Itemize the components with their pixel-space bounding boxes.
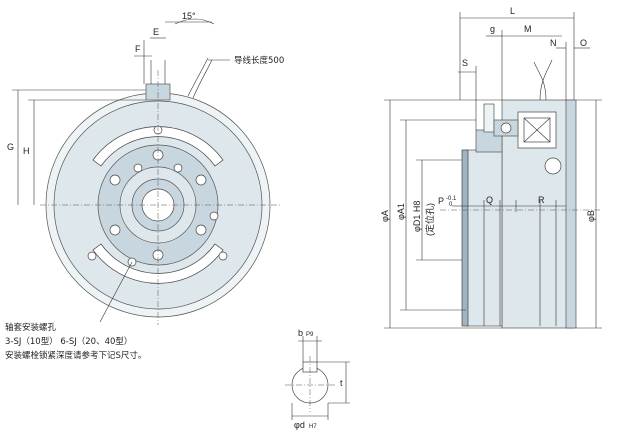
dim-label-g: g xyxy=(490,24,495,34)
dim-label-G: G xyxy=(7,142,14,152)
dim-label-angle: 15° xyxy=(182,11,196,21)
side-view: L g M N O S Q R P -0.1 0 φA xyxy=(380,6,602,329)
dim-label-phiA1: φA1 xyxy=(396,203,406,220)
lead-wire xyxy=(187,57,209,97)
dim-label-O: O xyxy=(580,38,587,48)
dim-label-phiD1-note: (定位孔) xyxy=(424,203,435,236)
dim-label-R: R xyxy=(538,195,545,205)
hole-note-line2: 3-SJ（10型） 6-SJ（20、40型） xyxy=(5,336,132,347)
bolt-hole-small xyxy=(209,211,219,221)
bolt-head xyxy=(500,122,512,134)
bolt-hole xyxy=(195,174,207,186)
dim-tol-b: P9 xyxy=(306,332,314,338)
dim-label-d: φd xyxy=(294,420,305,430)
hole-note-line3: 安装螺栓锁紧深度请参考下记S尺寸。 xyxy=(5,350,146,361)
dim-tol-P-upper: 0 xyxy=(449,202,453,208)
dim-label-M: M xyxy=(524,24,532,34)
bearing-circle xyxy=(544,157,562,175)
stator-flange xyxy=(565,99,577,329)
lower-arc-slot xyxy=(92,243,224,284)
dim-label-N: N xyxy=(550,38,557,48)
bolt-hole-small xyxy=(218,251,228,261)
dim-label-Q: Q xyxy=(486,195,493,205)
dim-tol-P-lower: -0.1 xyxy=(446,196,457,202)
bolt-hole-small xyxy=(173,163,183,173)
dim-label-S: S xyxy=(462,58,468,68)
dim-label-F: F xyxy=(135,44,141,54)
lead-wire-length-note: 导线长度500 xyxy=(234,55,284,66)
bolt-hole xyxy=(109,224,121,236)
upper-arc-slot xyxy=(92,126,224,167)
dim-label-E: E xyxy=(153,27,159,37)
dim-label-phiB: φB xyxy=(586,210,596,222)
armature-face xyxy=(461,149,469,327)
hub-boss xyxy=(483,103,495,133)
lead-wire xyxy=(192,59,213,99)
dim-label-phiA: φA xyxy=(380,210,390,222)
front-view: F E 15° 导线长度500 G H 轴套安装螺孔 3-SJ（10型） 6-S… xyxy=(5,11,284,361)
dim-label-b: b xyxy=(298,328,303,338)
bolt-hole xyxy=(109,174,121,186)
bolt-hole xyxy=(195,224,207,236)
shaft-section: b P9 t φd H7 xyxy=(285,328,350,430)
dim-label-P: P xyxy=(438,196,444,206)
bolt-hole-small xyxy=(87,251,97,261)
hole-note-line1: 轴套安装螺孔 xyxy=(5,322,57,333)
bolt-hole-small xyxy=(133,163,143,173)
dim-label-H: H xyxy=(23,146,30,156)
dim-tol-d: H7 xyxy=(309,424,317,430)
dim-label-phiD1: φD1 H8 xyxy=(412,201,422,232)
dim-label-t: t xyxy=(340,378,343,388)
dim-label-L: L xyxy=(510,6,515,16)
